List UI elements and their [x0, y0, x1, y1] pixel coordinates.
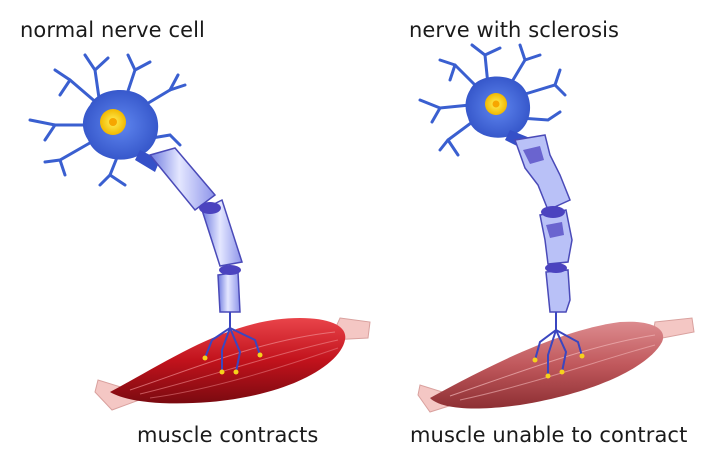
normal-nerve-cell-label: normal nerve cell: [20, 18, 205, 42]
sclerosis-neuron: [418, 43, 585, 379]
weakened-muscle: [417, 317, 695, 413]
muscle-unable-to-contract-label: muscle unable to contract: [410, 423, 688, 447]
nerve-with-sclerosis-label: nerve with sclerosis: [409, 18, 620, 42]
muscle-contracts-label: muscle contracts: [137, 423, 319, 447]
normal-neuron: [28, 53, 263, 375]
